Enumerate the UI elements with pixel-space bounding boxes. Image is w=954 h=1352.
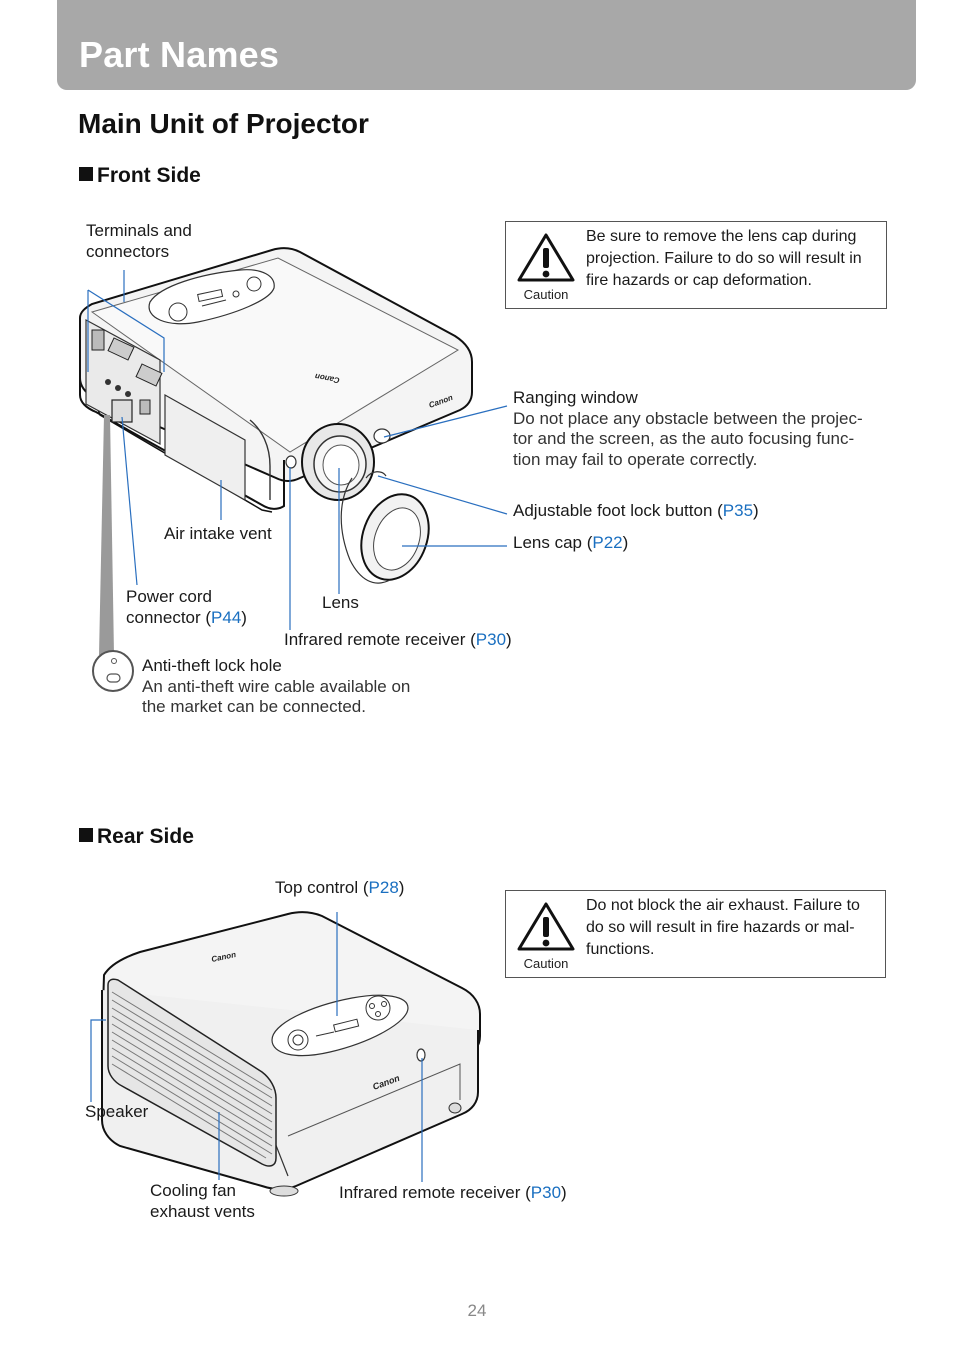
page-ref-link[interactable]: P22 [592,533,623,552]
label-infrared-text: Infrared remote receiver ( [284,630,476,649]
label-antitheft-title: Anti-theft lock hole [142,656,282,675]
page-ref-link[interactable]: P30 [475,630,507,649]
label-antitheft-desc-1: An anti-theft wire cable available on [142,676,411,696]
label-ranging-desc-3: tion may fail to operate correctly. [513,449,758,469]
label-ranging-desc-2: tor and the screen, as the auto focusing… [513,429,855,448]
page-ref-link[interactable]: P30 [530,1183,562,1202]
close-paren: ) [753,501,759,520]
label-foot-lock-text: Adjustable foot lock button ( [513,501,723,520]
label-ranging-title: Ranging window [513,388,638,407]
label-infrared-rear: Infrared remote receiver (P30) [339,1183,567,1204]
label-antitheft: Anti-theft lock hole An anti-theft wire … [142,656,410,718]
caution-word: Caution [523,287,569,302]
close-paren: ) [398,878,405,897]
rear-caution-box: Caution Do not block the air exhaust. Fa… [505,890,886,978]
label-lens-cap: Lens cap (P22) [513,533,628,554]
close-paren: ) [241,607,247,627]
label-infrared-text: Infrared remote receiver ( [339,1183,531,1202]
close-paren: ) [561,1183,567,1202]
label-cooling-line2: exhaust vents [150,1201,255,1221]
label-power-line2: connector ( [126,607,212,627]
caution-word: Caution [523,956,569,971]
label-terminals-line1: Terminals and [86,221,192,240]
page-ref-link[interactable]: P44 [211,607,242,627]
label-power-cord: Power cord connector (P44) [126,587,247,628]
front-logo-top: Canon [314,372,340,385]
warning-triangle-icon [517,233,575,282]
caution-text: Do not block the air exhaust. Failure to… [586,897,860,958]
label-lens: Lens [322,593,359,612]
close-paren: ) [622,533,629,552]
label-infrared-front: Infrared remote receiver (P30) [284,630,512,651]
rear-side-title: Rear Side [97,825,194,848]
header-band [57,0,916,90]
label-top-control: Top control (P28) [275,878,404,899]
label-top-control-text: Top control ( [275,878,369,897]
label-terminals-line2: connectors [86,241,170,261]
close-paren: ) [506,630,512,649]
front-caution-box: Caution Be sure to remove the lens cap d… [505,221,887,309]
label-terminals: Terminals and connectors [86,221,192,262]
square-bullet-icon [79,828,93,842]
rear-side-heading: Rear Side [79,825,194,849]
front-side-title: Front Side [97,164,201,187]
section-title: Main Unit of Projector [78,108,369,139]
page-number: 24 [467,1301,487,1320]
front-side-heading: Front Side [79,164,201,188]
label-ranging-desc-1: Do not place any obstacle between the pr… [513,408,863,428]
label-cooling-fan: Cooling fan exhaust vents [150,1181,255,1222]
square-bullet-icon [79,167,93,181]
label-antitheft-desc-2: the market can be connected. [142,697,366,716]
warning-triangle-icon [517,902,575,951]
caution-icon-wrap: Caution [516,232,576,302]
label-speaker: Speaker [85,1102,149,1121]
label-foot-lock: Adjustable foot lock button (P35) [513,501,759,522]
page-ref-link[interactable]: P35 [722,501,754,520]
label-ranging-window: Ranging window Do not place any obstacle… [513,388,893,470]
label-air-intake: Air intake vent [164,524,272,543]
label-cooling-line1: Cooling fan [150,1181,237,1200]
caution-text: Be sure to remove the lens cap during pr… [586,228,862,289]
label-power-line1: Power cord [126,587,212,606]
caution-icon-wrap: Caution [516,901,576,971]
page-title: Part Names [79,34,280,75]
page-ref-link[interactable]: P28 [368,878,399,897]
label-lens-cap-text: Lens cap ( [513,533,593,552]
